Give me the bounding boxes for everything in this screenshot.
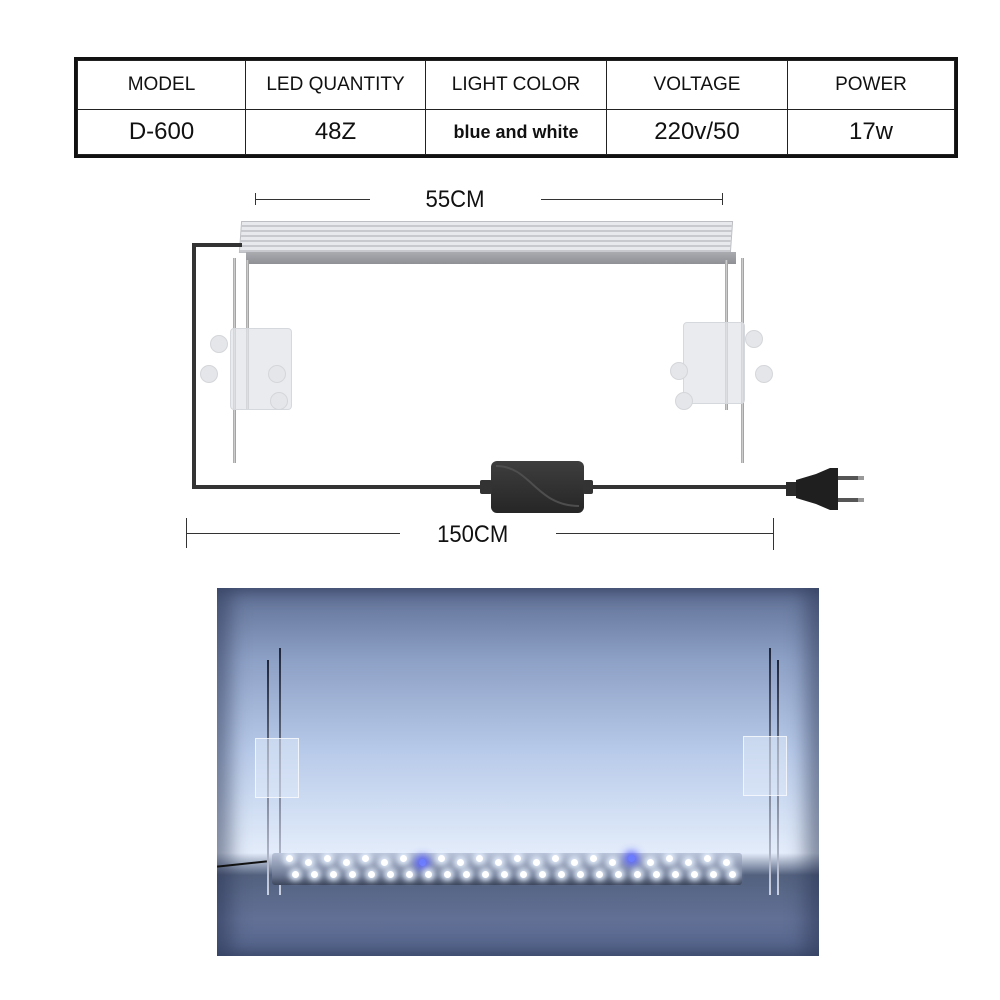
led-dot — [419, 859, 426, 866]
led-dot — [476, 855, 483, 862]
spec-table-value-row: D-600 48Z blue and white 220v/50 17w — [77, 109, 955, 155]
photo-power-cord — [217, 860, 267, 868]
led-dot — [387, 871, 394, 878]
led-dot — [438, 855, 445, 862]
photo-led-bar — [272, 853, 742, 885]
led-dot — [463, 871, 470, 878]
led-dot — [501, 871, 508, 878]
led-dot — [685, 859, 692, 866]
value-power: 17w — [787, 109, 955, 155]
clamp-knob — [268, 365, 286, 383]
led-dot — [533, 859, 540, 866]
dimension-line-right — [556, 533, 774, 534]
header-model: MODEL — [77, 60, 246, 110]
led-dot — [457, 859, 464, 866]
led-dot — [324, 855, 331, 862]
power-adapter — [491, 461, 584, 513]
led-dot — [615, 871, 622, 878]
led-dot — [425, 871, 432, 878]
tank-clamp-right — [683, 322, 745, 404]
led-dot — [311, 871, 318, 878]
led-dot — [729, 871, 736, 878]
dimension-line-left — [255, 199, 370, 200]
led-dot — [571, 859, 578, 866]
header-light-color: LIGHT COLOR — [425, 60, 607, 110]
photo-tank-clamp-right — [743, 736, 787, 796]
adapter-strain-relief — [480, 480, 492, 494]
led-dot — [596, 871, 603, 878]
spec-table: MODEL LED QUANTITY LIGHT COLOR VOLTAGE P… — [74, 57, 958, 158]
clamp-knob — [745, 330, 763, 348]
led-dot — [653, 871, 660, 878]
led-dot — [634, 871, 641, 878]
product-photo-lit — [217, 588, 819, 956]
led-dot — [647, 859, 654, 866]
led-light-bar — [238, 221, 734, 253]
power-cable — [192, 243, 242, 247]
power-cable — [584, 485, 789, 489]
led-dot — [362, 855, 369, 862]
clamp-knob — [675, 392, 693, 410]
led-dot — [539, 871, 546, 878]
led-dot — [349, 871, 356, 878]
led-dot — [590, 855, 597, 862]
dimension-tick-right — [722, 193, 723, 205]
led-dot — [286, 855, 293, 862]
led-dot — [710, 871, 717, 878]
led-dot — [406, 871, 413, 878]
led-dot — [343, 859, 350, 866]
value-model: D-600 — [77, 109, 246, 155]
clamp-knob — [755, 365, 773, 383]
photo-tank-clamp-left — [255, 738, 299, 798]
led-dot — [628, 855, 635, 862]
light-bar-front-edge — [246, 252, 736, 264]
led-dot — [723, 859, 730, 866]
led-dot — [691, 871, 698, 878]
clamp-knob — [200, 365, 218, 383]
cable-length-label: 150CM — [437, 521, 509, 548]
value-light-color: blue and white — [425, 109, 607, 155]
eu-plug-icon — [786, 468, 864, 510]
led-dot — [495, 859, 502, 866]
led-dot — [381, 859, 388, 866]
width-label: 55CM — [425, 186, 485, 213]
adapter-strain-relief — [583, 480, 593, 494]
dimension-line-right — [541, 199, 723, 200]
led-dot — [520, 871, 527, 878]
led-dot — [292, 871, 299, 878]
spec-table-header-row: MODEL LED QUANTITY LIGHT COLOR VOLTAGE P… — [77, 60, 955, 110]
power-cable — [192, 485, 492, 489]
clamp-knob — [210, 335, 228, 353]
header-voltage: VOLTAGE — [606, 60, 788, 110]
adapter-wave-icon — [495, 465, 580, 507]
header-led-quantity: LED QUANTITY — [245, 60, 426, 110]
led-dot — [400, 855, 407, 862]
dimension-tick-right — [773, 518, 774, 550]
led-dot — [672, 871, 679, 878]
led-dot — [558, 871, 565, 878]
clamp-knob — [270, 392, 288, 410]
led-dot — [609, 859, 616, 866]
led-dot — [666, 855, 673, 862]
led-dot — [552, 855, 559, 862]
value-led-quantity: 48Z — [245, 109, 426, 155]
dimension-line-left — [186, 533, 400, 534]
value-voltage: 220v/50 — [606, 109, 788, 155]
power-cable — [192, 243, 196, 489]
led-dot — [482, 871, 489, 878]
led-dot — [514, 855, 521, 862]
led-dot — [704, 855, 711, 862]
led-dot — [577, 871, 584, 878]
led-dot — [305, 859, 312, 866]
led-dot — [330, 871, 337, 878]
led-dot — [444, 871, 451, 878]
led-dot — [368, 871, 375, 878]
header-power: POWER — [787, 60, 955, 110]
clamp-knob — [670, 362, 688, 380]
